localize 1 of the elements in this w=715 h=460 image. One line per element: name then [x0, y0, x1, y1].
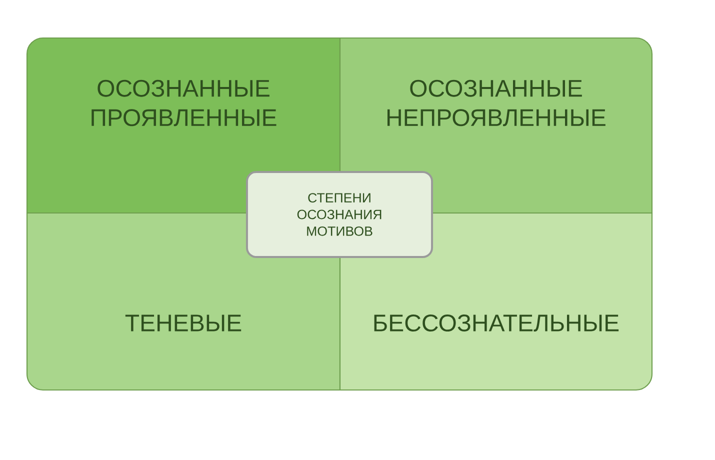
center-box: СТЕПЕНИ ОСОЗНАНИЯ МОТИВОВ: [246, 170, 434, 258]
